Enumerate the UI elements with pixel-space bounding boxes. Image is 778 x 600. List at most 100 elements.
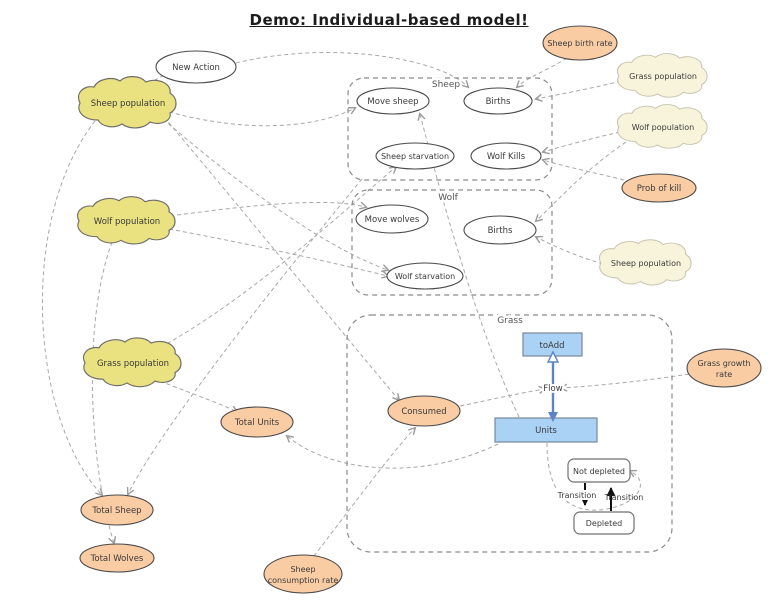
group-sheep-label: Sheep bbox=[432, 80, 460, 90]
node-not-depleted[interactable]: Not depleted bbox=[567, 458, 631, 483]
ellipse-shape[interactable] bbox=[621, 173, 697, 203]
transition-label-right: Transition bbox=[604, 493, 644, 502]
node-new-action[interactable]: New Action bbox=[155, 50, 237, 84]
edge-units-to-total-units bbox=[285, 434, 499, 469]
node-move-sheep[interactable]: Move sheep bbox=[356, 87, 430, 115]
edge-sheep-population-to-move-sheep bbox=[168, 106, 357, 127]
flow-arrow[interactable]: Flow bbox=[541, 350, 565, 422]
node-wolf-population-shadow[interactable]: Wolf population bbox=[617, 104, 708, 149]
state-rect[interactable] bbox=[567, 458, 631, 483]
edge-sheep-population-right-to-wolf-births bbox=[534, 235, 604, 265]
node-label: Move sheep bbox=[367, 97, 418, 107]
node-label: Grass population bbox=[97, 359, 169, 369]
node-sheep-population[interactable]: Sheep population bbox=[77, 76, 177, 129]
node-label: Total Sheep bbox=[91, 506, 141, 516]
node-label: Sheep starvation bbox=[381, 152, 449, 161]
ellipse-shape[interactable] bbox=[463, 87, 533, 115]
node-wolf-births[interactable]: Births bbox=[463, 215, 537, 245]
node-label: Sheep population bbox=[611, 259, 681, 268]
ellipse-shape[interactable] bbox=[356, 87, 430, 115]
node-wolf-starvation[interactable]: Wolf starvation bbox=[386, 262, 464, 290]
node-label: Births bbox=[486, 97, 511, 107]
node-sheep-births[interactable]: Births bbox=[463, 87, 533, 115]
node-units[interactable]: Units bbox=[494, 417, 598, 443]
node-label: Prob of kill bbox=[637, 184, 681, 194]
node-wolf-population[interactable]: Wolf population bbox=[76, 196, 176, 245]
edge-sheep-population-to-wolf-starvation bbox=[162, 118, 390, 273]
ellipse-shape[interactable] bbox=[470, 142, 542, 170]
ellipse-shape[interactable] bbox=[463, 215, 537, 245]
flow-arrowhead-up bbox=[546, 350, 560, 363]
ellipse-shape[interactable] bbox=[263, 554, 343, 594]
flow-label: Flow bbox=[543, 384, 562, 394]
ellipse-shape[interactable] bbox=[386, 262, 464, 290]
node-prob-of-kill[interactable]: Prob of kill bbox=[621, 173, 697, 203]
node-label: Consumed bbox=[401, 407, 446, 417]
node-sheep-consumption-rate[interactable]: Sheep consumption rate bbox=[263, 554, 343, 594]
flow-arrowhead-down bbox=[548, 412, 558, 422]
node-label: Births bbox=[488, 226, 513, 236]
node-move-wolves[interactable]: Move wolves bbox=[355, 204, 429, 234]
edge-consumed-to-flow bbox=[459, 385, 547, 407]
edge-wolf-population-right-to-wolf-kills bbox=[541, 131, 621, 155]
node-grass-population-shadow[interactable]: Grass population bbox=[617, 53, 708, 98]
edge-sheep-population-to-consumed bbox=[163, 116, 401, 402]
node-label: New Action bbox=[172, 63, 220, 73]
transition-arrows: Transition Transition bbox=[555, 483, 644, 511]
transition-label-left: Transition bbox=[557, 491, 597, 500]
state-rect[interactable] bbox=[573, 511, 635, 535]
node-label-line2: rate bbox=[716, 370, 732, 379]
ellipse-shape[interactable] bbox=[542, 25, 618, 61]
stock-rect[interactable] bbox=[494, 417, 598, 443]
node-wolf-kills[interactable]: Wolf Kills bbox=[470, 142, 542, 170]
ellipse-shape[interactable] bbox=[387, 395, 461, 427]
node-label: toAdd bbox=[540, 341, 565, 351]
group-grass[interactable] bbox=[346, 314, 673, 553]
edge-new-action-to-sheep-births bbox=[235, 52, 470, 89]
node-total-sheep[interactable]: Total Sheep bbox=[80, 494, 154, 526]
edge-grass-population-right-to-sheep-births bbox=[534, 80, 622, 102]
node-to-add[interactable]: toAdd bbox=[522, 332, 583, 357]
node-grass-growth-rate[interactable]: Grass growth rate bbox=[686, 348, 762, 388]
node-label-line1: Grass growth bbox=[697, 359, 750, 368]
edge-sheep-consumption-rate-to-consumed bbox=[313, 426, 417, 557]
node-label-line1: Sheep bbox=[290, 565, 315, 574]
node-total-wolves[interactable]: Total Wolves bbox=[79, 543, 155, 573]
group-grass-label: Grass bbox=[497, 316, 523, 326]
node-label: Units bbox=[535, 426, 557, 436]
node-depleted[interactable]: Depleted bbox=[573, 511, 635, 535]
edge-grass-population-to-total-units bbox=[159, 380, 239, 413]
edge-wolf-population-to-wolf-starvation bbox=[168, 228, 390, 279]
node-label: Grass population bbox=[629, 72, 697, 81]
ellipse-shape[interactable] bbox=[220, 406, 294, 438]
node-sheep-birth-rate[interactable]: Sheep birth rate bbox=[542, 25, 618, 61]
edge-units-to-not-depleted bbox=[546, 442, 641, 511]
node-total-units[interactable]: Total Units bbox=[220, 406, 294, 438]
ellipse-shape[interactable] bbox=[686, 348, 762, 388]
edge-prob-of-kill-to-wolf-kills bbox=[541, 157, 625, 181]
node-label-line2: consumption rate bbox=[268, 576, 339, 585]
node-label: Move wolves bbox=[365, 215, 420, 225]
ellipse-shape[interactable] bbox=[375, 142, 455, 170]
ellipse-shape[interactable] bbox=[355, 204, 429, 234]
node-label: Depleted bbox=[586, 519, 622, 528]
ellipse-shape[interactable] bbox=[80, 494, 154, 526]
node-consumed[interactable]: Consumed bbox=[387, 395, 461, 427]
ellipse-shape[interactable] bbox=[79, 543, 155, 573]
edge-wolf-population-right-to-wolf-births bbox=[534, 141, 627, 223]
node-label: Wolf population bbox=[94, 217, 160, 227]
edge-sheep-population-to-total-sheep bbox=[41, 120, 104, 497]
node-label: Wolf Kills bbox=[487, 152, 526, 162]
ellipse-shape[interactable] bbox=[155, 50, 237, 84]
edge-wolf-population-to-move-wolves bbox=[169, 201, 368, 217]
node-label: Not depleted bbox=[573, 467, 625, 476]
node-sheep-starvation[interactable]: Sheep starvation bbox=[375, 142, 455, 170]
node-sheep-population-shadow[interactable]: Sheep population bbox=[599, 239, 692, 286]
diagram-title: Demo: Individual-based model! bbox=[249, 11, 529, 29]
group-wolf[interactable] bbox=[351, 189, 553, 296]
node-grass-population[interactable]: Grass population bbox=[82, 337, 182, 388]
edge-grass-growth-rate-to-flow bbox=[559, 373, 690, 392]
group-sheep[interactable] bbox=[347, 77, 553, 181]
